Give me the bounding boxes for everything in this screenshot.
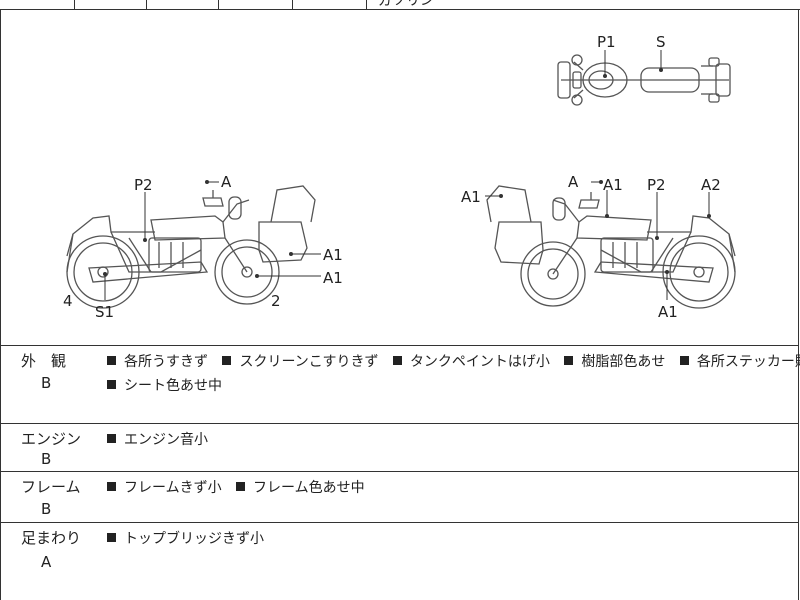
- label-left-p2: P2: [134, 176, 153, 194]
- remarks: エンジン音小: [107, 428, 797, 452]
- bullet-square-icon: [392, 356, 402, 365]
- label-left-4: 4: [63, 292, 73, 310]
- remarks: 各所うすきず スクリーンこすりきず タンクペイントはげ小 樹脂部色あせ 各所ステ…: [107, 350, 800, 398]
- top-view-motorcycle: [557, 54, 731, 106]
- section-engine: エンジン B エンジン音小: [0, 423, 799, 471]
- left-side-motorcycle: [66, 185, 316, 309]
- category-label: 外 観: [21, 352, 67, 370]
- leader-lines: [104, 50, 710, 300]
- header-cell-text: ガソリン: [378, 0, 434, 9]
- remark-line: 各所うすきず スクリーンこすりきず タンクペイントはげ小 樹脂部色あせ 各所ステ…: [107, 350, 800, 374]
- header-cell-divider: [146, 0, 147, 9]
- header-cell-divider: [218, 0, 219, 9]
- header-table-strip: ガソリン: [0, 0, 800, 10]
- category-label: フレーム: [21, 478, 81, 496]
- bullet-square-icon: [236, 482, 246, 491]
- label-right-a1-case: A1: [461, 188, 481, 206]
- bullet-square-icon: [107, 482, 116, 491]
- grade-label: B: [41, 500, 52, 518]
- label-top-s: S: [656, 33, 666, 51]
- label-top-p1: P1: [597, 33, 616, 51]
- label-left-a: A: [221, 173, 232, 191]
- motorcycle-diagram-svg: P1 S A P2 A1 A1 4 S1 2 A A1 P2 A2 A1 A1: [63, 33, 736, 321]
- remark-item: 樹脂部色あせ: [581, 354, 666, 370]
- label-left-s1: S1: [95, 303, 114, 321]
- remarks: フレームきず小 フレーム色あせ中: [107, 476, 797, 500]
- bullet-square-icon: [107, 380, 116, 389]
- remark-item: エンジン音小: [124, 432, 208, 448]
- label-left-a1-lower: A1: [323, 269, 343, 287]
- leader-dots: [103, 68, 711, 278]
- remark-item: 各所うすきず: [124, 354, 208, 370]
- grade-label: B: [41, 450, 52, 468]
- damage-diagram: P1 S A P2 A1 A1 4 S1 2 A A1 P2 A2 A1 A1: [0, 10, 799, 346]
- header-cell-divider: [74, 0, 75, 9]
- remark-item: フレームきず小: [124, 480, 222, 496]
- category-label: エンジン: [21, 430, 82, 448]
- remark-item: トップブリッジきず小: [124, 531, 264, 547]
- bullet-square-icon: [107, 356, 116, 365]
- bullet-square-icon: [222, 356, 232, 365]
- section-exterior: 外 観 B 各所うすきず スクリーンこすりきず タンクペイントはげ小 樹脂部色あ…: [0, 345, 800, 423]
- label-right-a2: A2: [701, 176, 721, 194]
- label-right-p2: P2: [647, 176, 666, 194]
- right-side-motorcycle: [486, 185, 736, 309]
- bullet-square-icon: [679, 356, 689, 365]
- label-right-a1-lower: A1: [658, 303, 678, 321]
- header-cell-divider: [366, 0, 367, 9]
- remarks: トップブリッジきず小: [107, 527, 797, 551]
- section-suspension: 足まわり A トップブリッジきず小: [0, 522, 799, 600]
- remark-item: シート色あせ中: [124, 378, 222, 394]
- category-label: 足まわり: [21, 529, 82, 547]
- grade-label: B: [41, 374, 52, 392]
- label-right-a: A: [568, 173, 579, 191]
- remark-line: フレームきず小 フレーム色あせ中: [107, 476, 797, 500]
- label-left-2: 2: [271, 292, 281, 310]
- remark-item: スクリーンこすりきず: [239, 354, 379, 370]
- remark-line: シート色あせ中: [107, 374, 797, 398]
- section-frame: フレーム B フレームきず小 フレーム色あせ中: [0, 471, 799, 522]
- header-cell-divider: [292, 0, 293, 9]
- label-left-a1-upper: A1: [323, 246, 343, 264]
- label-right-a1: A1: [603, 176, 623, 194]
- bullet-square-icon: [564, 356, 574, 365]
- grade-label: A: [41, 553, 52, 571]
- remark-item: フレーム色あせ中: [253, 480, 365, 496]
- remark-item: タンクペイントはげ小: [409, 354, 550, 370]
- bullet-square-icon: [107, 434, 116, 443]
- remark-line: トップブリッジきず小: [107, 527, 797, 551]
- remark-line: エンジン音小: [107, 428, 797, 452]
- bullet-square-icon: [107, 533, 116, 542]
- remark-item: 各所ステッカー貼付: [696, 354, 800, 370]
